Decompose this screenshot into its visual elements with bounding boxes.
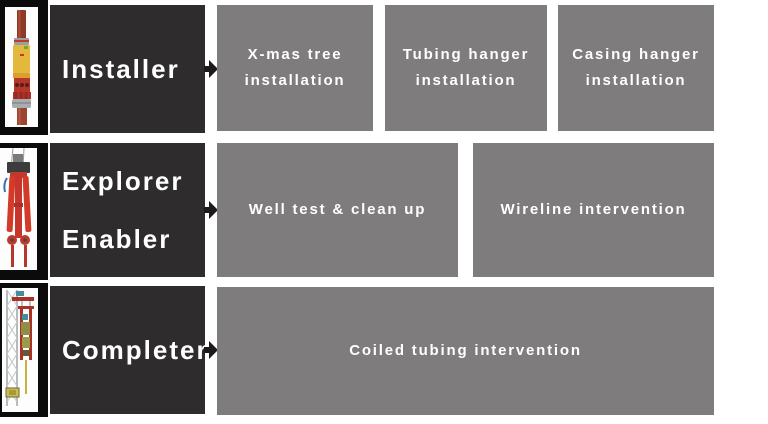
task-label: X-mas tree installation: [244, 46, 346, 89]
photo-strip-installer: [0, 0, 48, 135]
wireline-tool-string-photo: [0, 148, 37, 270]
task-label: Tubing hanger installation: [402, 46, 530, 89]
role-label-completer: Completer: [62, 334, 209, 365]
task-tubing-hanger-installation: Tubing hanger installation: [385, 5, 547, 131]
role-box-explorer-enabler: Explorer Enabler: [50, 143, 205, 277]
arrow-right-icon: [204, 60, 218, 78]
task-wireline-intervention: Wireline intervention: [473, 143, 714, 277]
role-box-installer: Installer: [50, 5, 205, 133]
role-label-explorer: Explorer: [62, 166, 184, 196]
task-label: Wireline intervention: [500, 201, 687, 218]
task-label: Well test & clean up: [248, 201, 427, 218]
task-label: Casing hanger installation: [572, 46, 700, 89]
task-casing-hanger-installation: Casing hanger installation: [558, 5, 714, 131]
task-coiled-tubing-intervention: Coiled tubing intervention: [217, 287, 714, 415]
task-label: Coiled tubing intervention: [349, 342, 582, 359]
task-well-test-clean-up: Well test & clean up: [217, 143, 458, 277]
photo-strip-explorer-enabler: [0, 143, 48, 280]
role-label-installer: Installer: [62, 53, 180, 84]
arrow-right-icon: [204, 341, 218, 359]
arrow-right-icon: [204, 201, 218, 219]
role-box-completer: Completer: [50, 286, 209, 414]
xmas-tree-tool-photo: [5, 7, 38, 127]
intervention-rig-photo: [2, 288, 38, 412]
role-label-enabler: Enabler: [62, 224, 172, 254]
task-xmas-tree-installation: X-mas tree installation: [217, 5, 373, 131]
photo-strip-completer: [0, 283, 48, 417]
